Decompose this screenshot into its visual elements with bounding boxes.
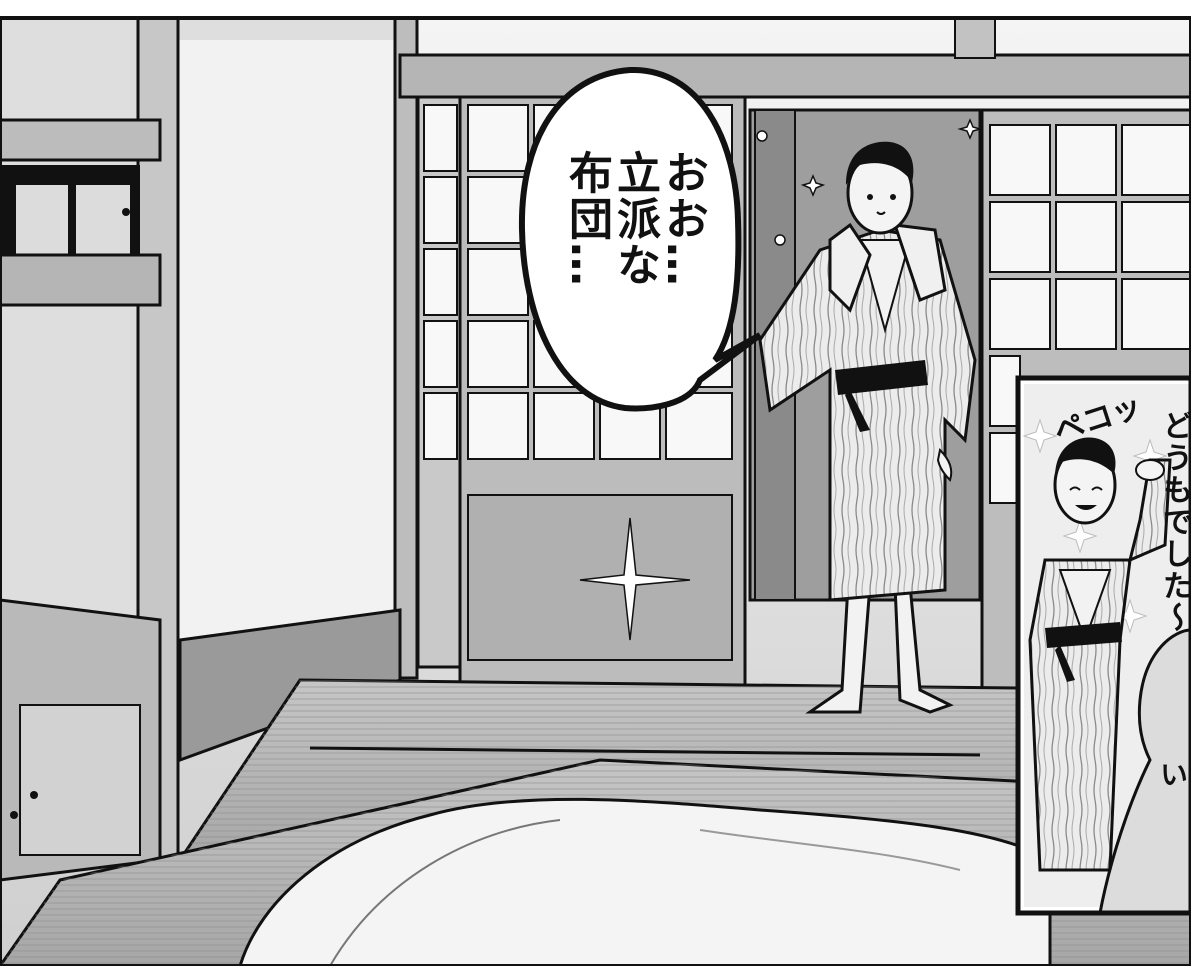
- wooden-post-center: [393, 16, 419, 680]
- speech-bubble: [518, 66, 762, 412]
- sparkle-icon: [756, 118, 983, 246]
- speech-line-2: 立派な: [609, 150, 660, 288]
- man-in-yukata: [758, 141, 977, 714]
- inset-dialogue-text-bottom: い: [1156, 760, 1189, 788]
- man-bowing: [1028, 437, 1172, 872]
- futon: [238, 797, 1052, 966]
- inset-dialogue-text: どうもでした〜: [1157, 410, 1191, 634]
- bald-man-head: [1098, 628, 1191, 915]
- inset-panel: [1015, 375, 1191, 916]
- speech-line-1: おお…: [657, 150, 708, 288]
- speech-line-3: 布団…: [561, 150, 612, 288]
- lintel-beam: [398, 53, 1191, 99]
- main-panel: [0, 16, 1191, 966]
- lower-cabinet: [0, 598, 162, 882]
